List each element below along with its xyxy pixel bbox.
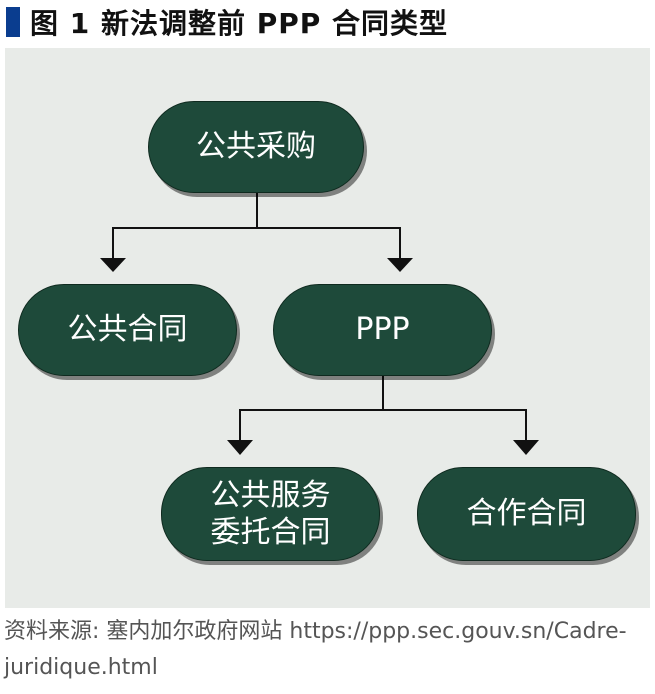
figure-title: 图 1 新法调整前 PPP 合同类型 [30,7,449,40]
arrowhead-ppp [387,258,413,272]
figure-title-bar: 图 1 新法调整前 PPP 合同类型 [0,4,448,40]
node-public-procurement-label: 公共采购 [196,129,316,165]
arrowhead-service-delegation [227,440,253,455]
node-ppp: PPP [273,284,492,376]
node-public-service-delegation-line1: 公共服务 [210,477,331,513]
connector-root-to-children [112,190,401,258]
node-public-contract-label: 公共合同 [67,312,188,348]
source-note: 资料来源: 塞内加尔政府网站 https://ppp.sec.gouv.sn/C… [4,619,627,680]
node-public-contract: 公共合同 [18,284,237,376]
node-public-service-delegation: 公共服务 委托合同 [161,467,380,561]
connector-ppp-to-children [239,374,527,440]
arrowhead-public-contract [100,258,126,272]
node-public-service-delegation-line2: 委托合同 [210,515,331,550]
node-ppp-label: PPP [355,312,410,348]
node-public-procurement: 公共采购 [148,101,364,193]
arrowhead-partnership-contract [513,440,539,455]
node-partnership-contract: 合作合同 [417,467,636,561]
node-public-service-delegation-label: 公共服务 委托合同 [211,477,331,552]
node-partnership-contract-label: 合作合同 [466,496,587,532]
title-marker [6,7,20,37]
